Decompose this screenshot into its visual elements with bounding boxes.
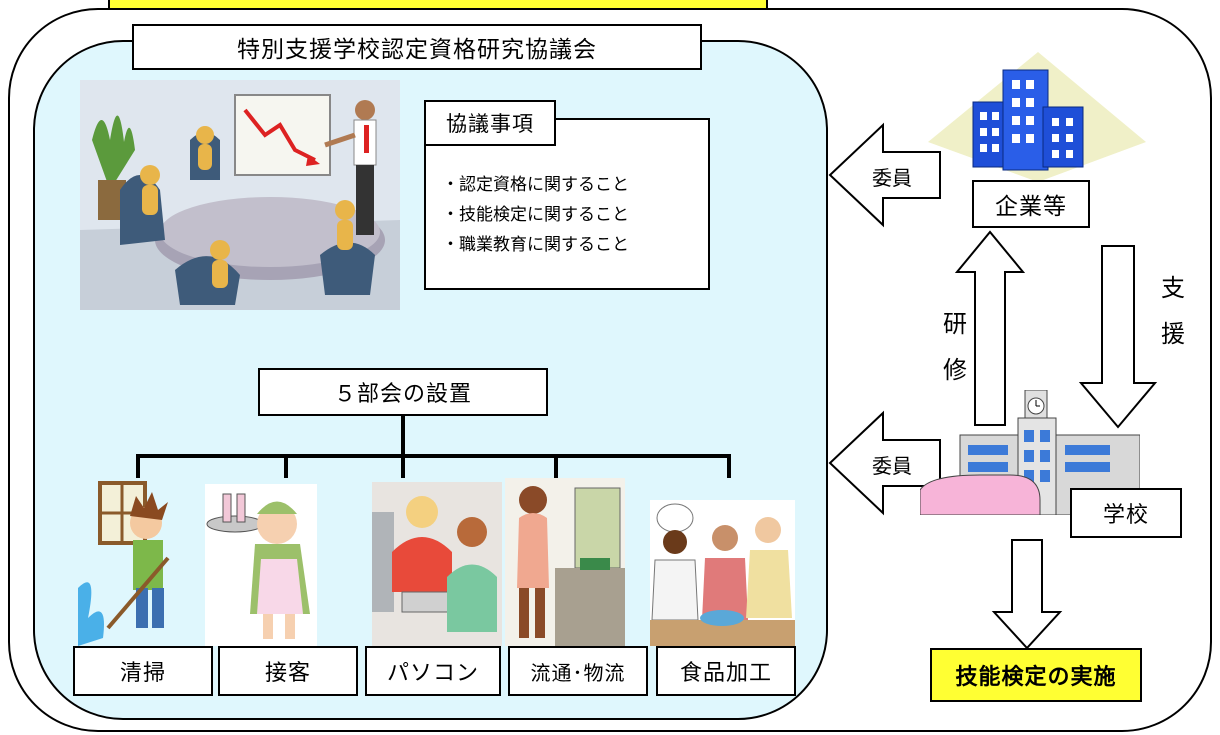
agenda-box [424, 118, 710, 290]
member-label-top: 委員 [872, 166, 912, 190]
training-label: 研 修 [943, 310, 967, 384]
subcommittee-heading: ５部会の設置 [258, 368, 548, 416]
agenda-item: ・認定資格に関すること [442, 175, 629, 195]
company-label: 企業等 [972, 180, 1090, 228]
result-arrow [991, 539, 1063, 650]
agenda-heading: 協議事項 [424, 100, 556, 146]
council-title: 特別支援学校認定資格研究協議会 [132, 24, 702, 70]
support-arrow [1078, 245, 1158, 429]
training-arrow [954, 230, 1026, 426]
school-label: 学校 [1070, 488, 1182, 538]
subcommittee-logistics: 流通･物流 [508, 646, 648, 696]
support-label: 支 援 [1161, 274, 1185, 348]
meeting-illustration [80, 80, 400, 310]
cleaning-boy-illustration [78, 478, 188, 646]
subcommittee-food: 食品加工 [656, 646, 796, 696]
member-label-bottom: 委員 [872, 454, 912, 478]
agenda-list: ・認定資格に関すること ・技能検定に関すること ・職業教育に関すること [442, 170, 702, 260]
computer-users-illustration [372, 482, 502, 646]
subcommittee-pc: パソコン [365, 646, 501, 696]
waitress-illustration [205, 484, 317, 646]
cooking-staff-illustration [650, 500, 795, 646]
subcommittee-service: 接客 [218, 646, 358, 696]
agenda-item: ・職業教育に関すること [442, 235, 629, 255]
result-label: 技能検定の実施 [930, 648, 1142, 702]
office-building-icon [928, 52, 1146, 182]
agenda-item: ・技能検定に関すること [442, 205, 629, 225]
shop-clerk-illustration [505, 478, 625, 646]
subcommittee-cleaning: 清掃 [73, 646, 213, 696]
member-arrow-top [828, 122, 941, 228]
